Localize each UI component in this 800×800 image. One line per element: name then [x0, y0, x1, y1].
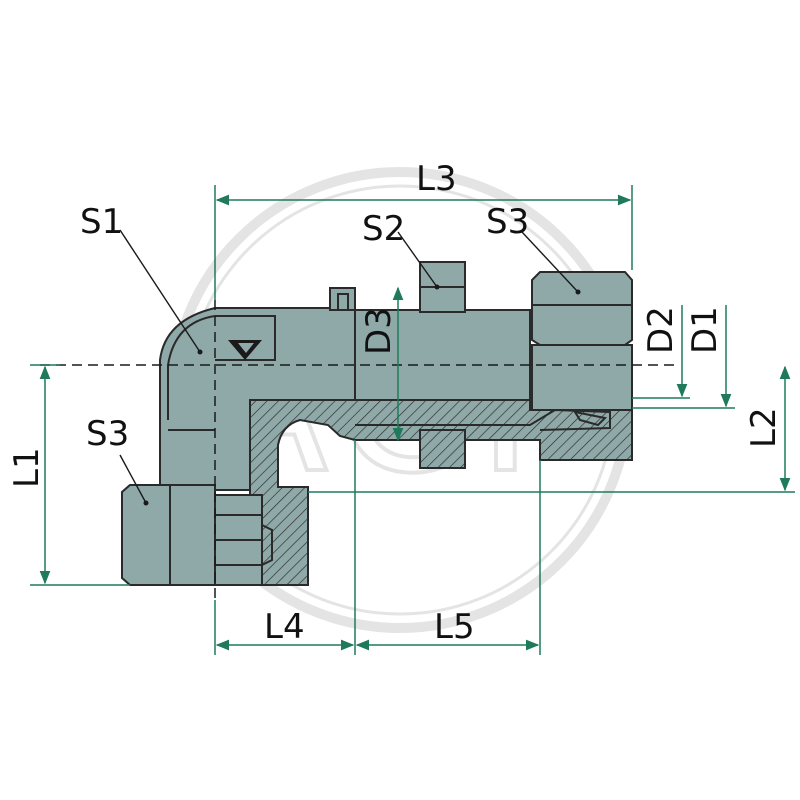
dimension-lines [30, 185, 795, 655]
label-l3: L3 [416, 159, 457, 199]
label-l5: L5 [434, 607, 475, 647]
label-s1: S1 [80, 202, 123, 242]
triangle-cone-icon [228, 340, 262, 360]
label-s3-top: S3 [486, 202, 529, 242]
swivel-nut-right-top [531, 271, 633, 346]
label-s2: S2 [362, 209, 405, 249]
swivel-nut-left [121, 484, 216, 586]
center-lines [40, 300, 680, 600]
leader-dots [143, 284, 581, 506]
swivel-nut-right-mid [531, 344, 633, 411]
leader-s1 [119, 229, 201, 353]
locknut-bottom [419, 429, 466, 469]
label-l1: L1 [7, 447, 47, 488]
leader-s2 [397, 231, 438, 288]
collar-groove [337, 293, 349, 311]
leader-lines [119, 229, 579, 504]
leader-s3-top [521, 231, 579, 293]
label-l4: L4 [264, 607, 305, 647]
label-d1: D1 [685, 306, 725, 354]
label-s3-left: S3 [86, 414, 129, 454]
seal-ring [261, 523, 273, 567]
label-d2: D2 [641, 306, 681, 354]
cutting-ring [572, 410, 608, 427]
label-l2: L2 [744, 407, 784, 448]
collar-top [329, 287, 356, 311]
label-d3: D3 [359, 307, 399, 355]
leader-s3-left [119, 454, 147, 504]
